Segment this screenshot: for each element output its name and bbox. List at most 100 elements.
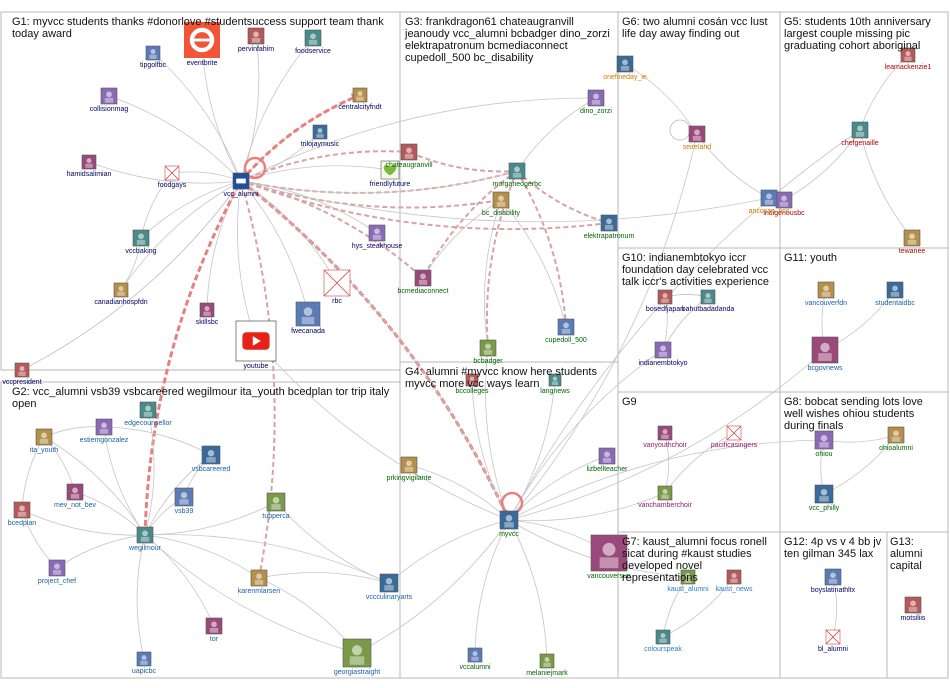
node-bosedfjapan[interactable]: bosedfjapan — [646, 289, 684, 313]
node-trilojaymusic[interactable]: trilojaymusic — [301, 124, 340, 148]
node-chateaugranvill[interactable]: chateaugranvill — [385, 143, 433, 169]
node-label: foodservice — [295, 48, 331, 55]
photo-icon — [492, 191, 510, 209]
node-edgecounsellor[interactable]: edgecounsellor — [124, 401, 172, 427]
node-collisionmag[interactable]: collisionmag — [90, 87, 129, 113]
node-hamidsalimian[interactable]: hamidsalimian — [67, 154, 112, 178]
node-bccolleges[interactable]: bccolleges — [455, 373, 489, 395]
node-mev_not_bev[interactable]: mev_not_bev — [54, 483, 97, 509]
node-vanchamberchoir[interactable]: vanchamberchoir — [638, 485, 693, 509]
node-ita_youth[interactable]: ita_youth — [30, 428, 59, 454]
node-vancouversun[interactable]: vancouversun — [587, 534, 631, 580]
node-myvcc[interactable]: myvcc — [499, 510, 519, 538]
node-label: hys_steakhouse — [352, 243, 403, 250]
node-skillsbc[interactable]: skillsbc — [196, 302, 219, 326]
node-colourspeak[interactable]: colourspeak — [644, 629, 682, 653]
node-rbc[interactable]: rbc — [323, 269, 351, 305]
photo-icon — [851, 121, 869, 139]
node-indianembtokyo[interactable]: indianembtokyo — [638, 341, 688, 367]
missing-image-icon — [164, 165, 180, 181]
node-label: bccolleges — [455, 388, 489, 395]
node-georgiastraight[interactable]: georgiastraight — [334, 638, 380, 676]
node-label: bc_disability — [482, 210, 521, 217]
node-canadianhospfdn[interactable]: canadianhospfdn — [94, 282, 148, 306]
edge-vccculinaryarts-wegilmour — [144, 534, 390, 584]
node-bc_disability[interactable]: bc_disability — [482, 191, 521, 217]
photo-icon — [600, 214, 618, 232]
node-kaust_news[interactable]: kaust_news — [716, 569, 753, 593]
node-label: foodgays — [158, 182, 187, 189]
node-karenmlarsen[interactable]: karenmlarsen — [238, 569, 281, 595]
photo-icon — [904, 596, 922, 614]
node-boyslatinathltx[interactable]: boyslatinathltx — [811, 568, 856, 594]
node-bl_alumni[interactable]: bl_alumni — [818, 629, 848, 653]
photo-icon — [136, 651, 152, 667]
node-bcgovnews[interactable]: bcgovnews — [807, 336, 843, 372]
node-ohioalumni[interactable]: ohioalumni — [879, 426, 913, 452]
photo-icon — [201, 445, 221, 465]
node-dino_zorzi[interactable]: dino_zorzi — [580, 89, 612, 115]
node-label: bosedfjapan — [646, 306, 684, 313]
node-centralcityfndt[interactable]: centralcityfndt — [338, 87, 382, 111]
node-fwecanada[interactable]: fwecanada — [291, 301, 325, 335]
photo-icon — [587, 89, 605, 107]
node-foodservice[interactable]: foodservice — [295, 29, 331, 55]
node-vcc_alumni_g1[interactable]: vcc_alumni — [223, 172, 259, 198]
node-vanyouthchoir[interactable]: vanyouthchoir — [643, 425, 687, 449]
node-indigenousbc[interactable]: indigenousbc — [763, 191, 805, 217]
photo-icon — [465, 373, 479, 387]
node-tewanee[interactable]: tewanee — [899, 229, 926, 255]
node-pacificasingers[interactable]: pacificasingers — [711, 425, 758, 449]
node-vccalumni[interactable]: vccalumni — [459, 647, 491, 671]
node-tupperca[interactable]: tupperca — [262, 492, 290, 520]
node-vccculinaryarts[interactable]: vccculinaryarts — [366, 573, 413, 601]
node-estiemgonzalez[interactable]: estiemgonzalez — [80, 418, 129, 444]
edge-georgiastraight-myvcc — [356, 519, 510, 654]
node-tor[interactable]: tor — [205, 617, 223, 643]
node-onefineday_ie[interactable]: onefineday_ie — [603, 55, 647, 81]
node-bahutbadadanda[interactable]: bahutbadadanda — [682, 289, 735, 313]
node-motsiliis[interactable]: motsiliis — [901, 596, 926, 622]
node-vsb39[interactable]: vsb39 — [175, 487, 194, 515]
photo-icon — [700, 289, 716, 305]
node-vancouverfdn[interactable]: vancouverfdn — [805, 281, 847, 307]
photo-icon — [304, 29, 322, 47]
edge-boyslatinathltx-bl_alumni — [832, 576, 837, 638]
edge-morganeogerbc-vcc_alumni_g1 — [240, 170, 518, 194]
node-elektrapatronum[interactable]: elektrapatronum — [584, 214, 635, 240]
node-leamackenzie1[interactable]: leamackenzie1 — [885, 47, 932, 71]
node-vsbcareered[interactable]: vsbcareered — [192, 445, 231, 473]
node-eventbrite[interactable]: eventbrite — [184, 22, 220, 67]
node-cupedoll_500[interactable]: cupedoll_500 — [545, 318, 587, 344]
node-label: colourspeak — [644, 646, 682, 653]
node-label: ohioalumni — [879, 445, 913, 452]
node-langnews[interactable]: langnews — [540, 373, 570, 395]
node-pervinfahim[interactable]: pervinfahim — [238, 27, 274, 53]
node-foodgays[interactable]: foodgays — [158, 165, 187, 189]
node-hys_steakhouse[interactable]: hys_steakhouse — [352, 224, 403, 250]
node-lizbellteacher[interactable]: lizbellteacher — [587, 447, 629, 473]
node-uapicbc[interactable]: uapicbc — [132, 651, 157, 675]
node-tipgolfbc[interactable]: tipgolfbc — [140, 45, 167, 69]
node-kaust_alumni[interactable]: kaust_alumni — [667, 569, 709, 593]
node-project_chef[interactable]: project_chef — [38, 559, 76, 585]
node-ancosan_vcc[interactable]: ancosan_vcc — [749, 189, 790, 215]
node-youtube[interactable]: youtube — [235, 320, 277, 370]
node-prkingvigilante[interactable]: prkingvigilante — [387, 456, 432, 482]
node-ohiou[interactable]: ohiou — [814, 430, 834, 458]
node-studentaidbc[interactable]: studentaidbc — [875, 281, 915, 307]
node-vccpresident[interactable]: vccpresident — [2, 362, 42, 386]
node-vcc_philly[interactable]: vcc_philly — [809, 484, 840, 512]
node-chefgenaille[interactable]: chefgenaille — [841, 121, 879, 147]
node-bcedplan[interactable]: bcedplan — [8, 501, 37, 527]
node-vccbaking[interactable]: vccbaking — [125, 229, 157, 255]
node-friendlyfuture[interactable]: friendlyfuture — [370, 160, 411, 188]
edge-bcedplan-project_chef — [21, 509, 58, 569]
node-morganeogerbc[interactable]: morganeogerbc — [492, 162, 542, 188]
node-seireland[interactable]: seireland — [683, 125, 712, 151]
node-bcbadger[interactable]: bcbadger — [473, 339, 503, 365]
node-melaniejmark[interactable]: melaniejmark — [526, 653, 568, 677]
node-wegilmour[interactable]: wegilmour — [128, 526, 162, 552]
photo-icon — [499, 510, 519, 530]
node-bcmediaconnect[interactable]: bcmediaconnect — [398, 269, 449, 295]
